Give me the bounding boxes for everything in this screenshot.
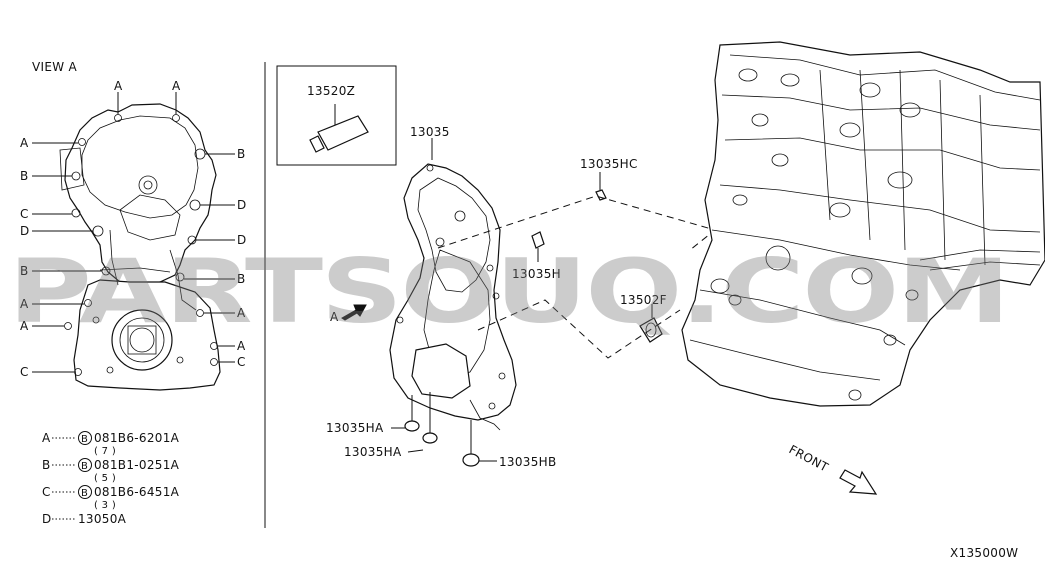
label-b-right-1: B (237, 147, 246, 161)
label-d-right-2: D (237, 233, 247, 247)
part-label-13502f: 13502F (620, 293, 667, 307)
label-d-left-1: D (20, 224, 30, 238)
sealant-box: 13520Z (276, 65, 397, 166)
part-label-13035: 13035 (410, 125, 450, 139)
svg-text:081B6-6451A: 081B6-6451A (94, 485, 180, 499)
svg-text:B: B (81, 461, 88, 472)
svg-text:D: D (42, 512, 52, 526)
part-label-13035hc: 13035HC (580, 157, 638, 171)
label-c-right-1: C (237, 355, 246, 369)
legend-row-c: C B 081B6-6451A ( 3 ) (42, 485, 180, 511)
part-label-13035ha-1: 13035HA (326, 421, 384, 435)
front-direction-arrow: FRONT (787, 442, 878, 495)
alignment-guides (437, 195, 717, 359)
svg-text:B: B (81, 488, 88, 499)
front-cover-drawing (389, 163, 517, 431)
legend-row-a: A B 081B6-6201A ( 7 ) (42, 431, 180, 457)
svg-text:081B1-0251A: 081B1-0251A (94, 458, 180, 472)
svg-text:( 7 ): ( 7 ) (94, 446, 116, 457)
svg-text:C: C (42, 485, 51, 499)
label-a-top-2: A (172, 79, 181, 93)
plug-parts (531, 172, 663, 343)
svg-text:( 3 ): ( 3 ) (94, 500, 116, 511)
label-c-left-1: C (20, 207, 29, 221)
engine-block-drawing (681, 41, 1045, 407)
seal-parts (391, 392, 497, 467)
view-a-direction-arrow: A (330, 304, 367, 324)
label-b-right-2: B (237, 272, 246, 286)
svg-text:13050A: 13050A (78, 512, 127, 526)
bolt-symbol-icon (78, 458, 92, 472)
view-a-letter-labels: A A A B C D B A A C B D D B A A C (20, 79, 247, 379)
label-a-left-1: A (20, 136, 29, 150)
watermark: PARTSOUQ.COM (8, 240, 1008, 343)
label-b-left-1: B (20, 169, 29, 183)
view-a-cover-drawing (59, 103, 221, 391)
bolt-symbol-icon (78, 485, 92, 499)
bolt-legend: A B 081B6-6201A ( 7 ) B B 081B1-0251A ( … (42, 431, 180, 526)
svg-text:A: A (330, 310, 339, 324)
label-a-right-1: A (237, 306, 246, 320)
svg-text:B: B (42, 458, 51, 472)
part-label-13035ha-2: 13035HA (344, 445, 402, 459)
label-a-top-1: A (114, 79, 123, 93)
view-a-callout-lines (32, 92, 235, 373)
legend-row-b: B B 081B1-0251A ( 5 ) (42, 458, 180, 484)
label-a-right-2: A (237, 339, 246, 353)
label-d-right-1: D (237, 198, 247, 212)
bolt-symbol-icon (78, 431, 92, 445)
legend-row-d: D 13050A (42, 512, 127, 526)
view-a-title: VIEW A (32, 60, 78, 74)
svg-text:A: A (42, 431, 51, 445)
front-label: FRONT (787, 442, 831, 474)
part-label-13035hb: 13035HB (499, 455, 557, 469)
label-a-left-2: A (20, 297, 29, 311)
part-label-13035h: 13035H (512, 267, 561, 281)
svg-text:( 5 ): ( 5 ) (94, 473, 116, 484)
label-b-left-2: B (20, 264, 29, 278)
svg-text:081B6-6201A: 081B6-6201A (94, 431, 180, 445)
svg-text:B: B (81, 434, 88, 445)
label-a-left-3: A (20, 319, 29, 333)
label-c-left-2: C (20, 365, 29, 379)
diagram-code: X135000W (950, 546, 1018, 560)
part-label-13520z: 13520Z (307, 84, 355, 98)
sealant-tube-icon (309, 115, 369, 153)
